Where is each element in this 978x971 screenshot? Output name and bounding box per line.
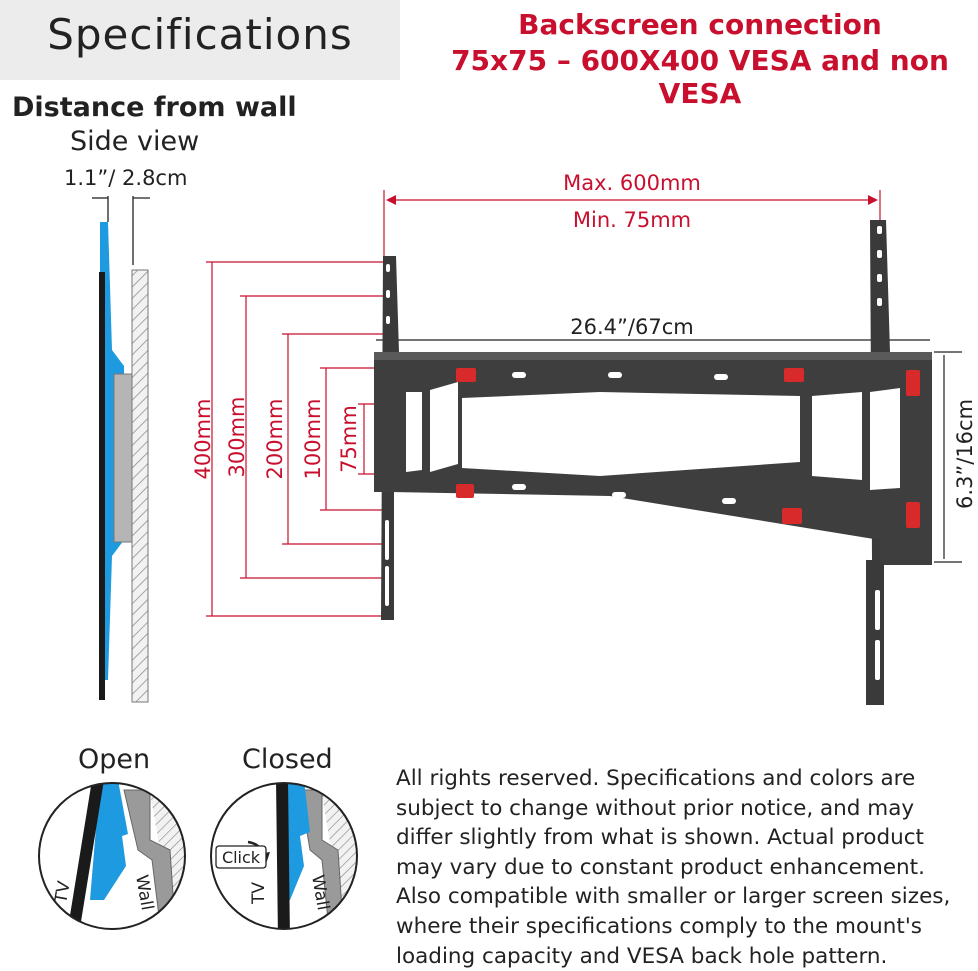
click-label: Click bbox=[222, 848, 261, 867]
disclaimer-text: All rights reserved. Specifications and … bbox=[396, 766, 951, 969]
lock-clip-side-top bbox=[906, 370, 920, 396]
distance-from-wall-heading: Distance from wall bbox=[12, 92, 297, 123]
center-cutout bbox=[462, 392, 800, 476]
side-view-diagram bbox=[92, 196, 150, 703]
min-width-label: Min. 75mm bbox=[573, 208, 691, 232]
lock-clip-side-bottom bbox=[906, 502, 920, 528]
click-badge bbox=[215, 845, 267, 869]
specifications-header-box bbox=[0, 0, 400, 80]
height-label: 6.3”/16cm bbox=[953, 399, 977, 509]
right-cutout bbox=[812, 392, 862, 480]
lock-clip-top-right bbox=[784, 368, 804, 382]
max-width-label: Max. 600mm bbox=[563, 171, 701, 195]
vesa-range-subtitle: 75x75 – 600X400 VESA and non VESA bbox=[451, 44, 949, 110]
lock-clip-bottom-left bbox=[456, 484, 474, 498]
tv-back-mount bbox=[100, 222, 124, 680]
bracket-diagram: Max. 600mm Min. 75mm 26.4”/67cm 6.3”/16c… bbox=[191, 171, 977, 705]
overall-width-label: 26.4”/67cm bbox=[570, 315, 693, 339]
closed-label: Closed bbox=[242, 744, 333, 775]
tv-panel-edge bbox=[99, 272, 105, 700]
lock-detail-diagrams: TV Wall Click TV Wall bbox=[38, 782, 358, 930]
wall-distance-value: 1.1”/ 2.8cm bbox=[64, 166, 188, 190]
vesa-400-label: 400mm bbox=[191, 399, 215, 480]
open-label: Open bbox=[78, 744, 151, 775]
open-lock-detail bbox=[39, 783, 185, 929]
open-tv-label: TV bbox=[51, 879, 75, 906]
backscreen-connection-title: Backscreen connection bbox=[518, 8, 882, 41]
wall-plate bbox=[113, 373, 133, 543]
closed-tv-label: TV bbox=[249, 882, 269, 905]
closed-detail-circle bbox=[210, 782, 358, 930]
left-cutout bbox=[430, 382, 458, 472]
lock-clip-bottom-right bbox=[782, 508, 802, 524]
closed-lock-detail bbox=[211, 783, 357, 929]
side-view-label: Side view bbox=[70, 126, 200, 157]
vesa-300-label: 300mm bbox=[225, 397, 249, 478]
open-detail-circle bbox=[38, 782, 186, 930]
lock-clip-top-left bbox=[456, 368, 476, 382]
vesa-200-label: 200mm bbox=[263, 399, 287, 480]
specifications-title: Specifications bbox=[47, 10, 353, 59]
vesa-75-label: 75mm bbox=[337, 405, 361, 473]
vesa-100-label: 100mm bbox=[301, 399, 325, 480]
